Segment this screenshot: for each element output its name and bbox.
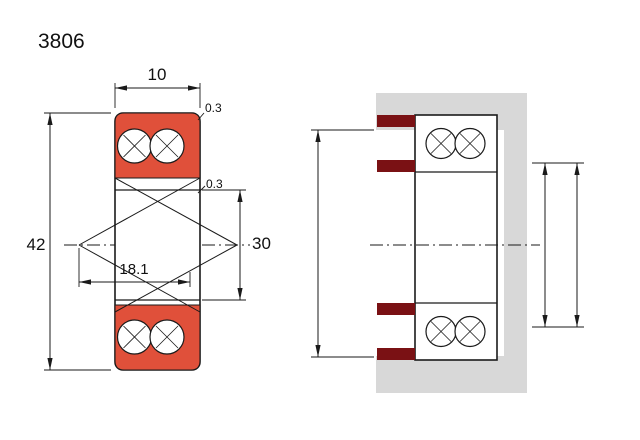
mounted-balls-bottom — [425, 315, 486, 348]
ball-tick — [459, 133, 481, 154]
dim-ball-span-label: 18.1 — [119, 261, 148, 278]
leader-line — [197, 112, 205, 121]
contact-angle-lines — [78, 177, 238, 313]
balls-bottom-row — [116, 319, 185, 355]
ball-tick — [155, 134, 179, 158]
dim-outer-diameter: 42 — [27, 112, 111, 371]
ball-tick — [430, 321, 452, 342]
seal-top-outer — [377, 115, 415, 127]
mounted-bearing-body — [414, 114, 498, 361]
dim-width: 10 — [114, 65, 201, 108]
seal-bottom-outer — [377, 348, 415, 360]
dim-ball-span: 18.1 — [78, 248, 191, 287]
ball-tick — [459, 321, 481, 342]
dim-bore-diameter-label: 30 — [252, 234, 271, 253]
dim-mounted-left — [311, 129, 374, 358]
seal-top-inner — [377, 160, 415, 172]
ball-tick — [155, 325, 179, 349]
mounted-view — [311, 93, 584, 393]
ball-tick — [430, 133, 452, 154]
ball-tick — [123, 134, 146, 158]
contact-line — [78, 244, 201, 313]
mounted-balls-top — [425, 127, 486, 160]
dim-outer-chamfer: 0.3 — [197, 101, 222, 121]
ball-tick — [123, 325, 146, 349]
outer-chamfer-label: 0.3 — [205, 101, 222, 115]
part-number-label: 3806 — [38, 30, 85, 53]
seal-bottom-inner — [377, 303, 415, 315]
leader-line — [197, 185, 206, 194]
dim-bore-diameter: 30 — [202, 189, 271, 301]
contact-line — [78, 177, 201, 246]
dim-mounted-right — [532, 162, 584, 328]
housing-block-bottom — [376, 356, 527, 393]
housing-wall-right — [504, 93, 527, 393]
contact-line — [114, 244, 238, 313]
inner-chamfer-label: 0.3 — [206, 177, 223, 191]
cross-section-view: 10 0.3 0.3 42 30 — [27, 65, 271, 371]
dim-width-label: 10 — [148, 65, 167, 84]
dim-outer-diameter-label: 42 — [27, 235, 46, 254]
contact-line — [114, 177, 238, 246]
dim-inner-chamfer: 0.3 — [197, 177, 223, 194]
balls-top-row — [116, 128, 185, 164]
